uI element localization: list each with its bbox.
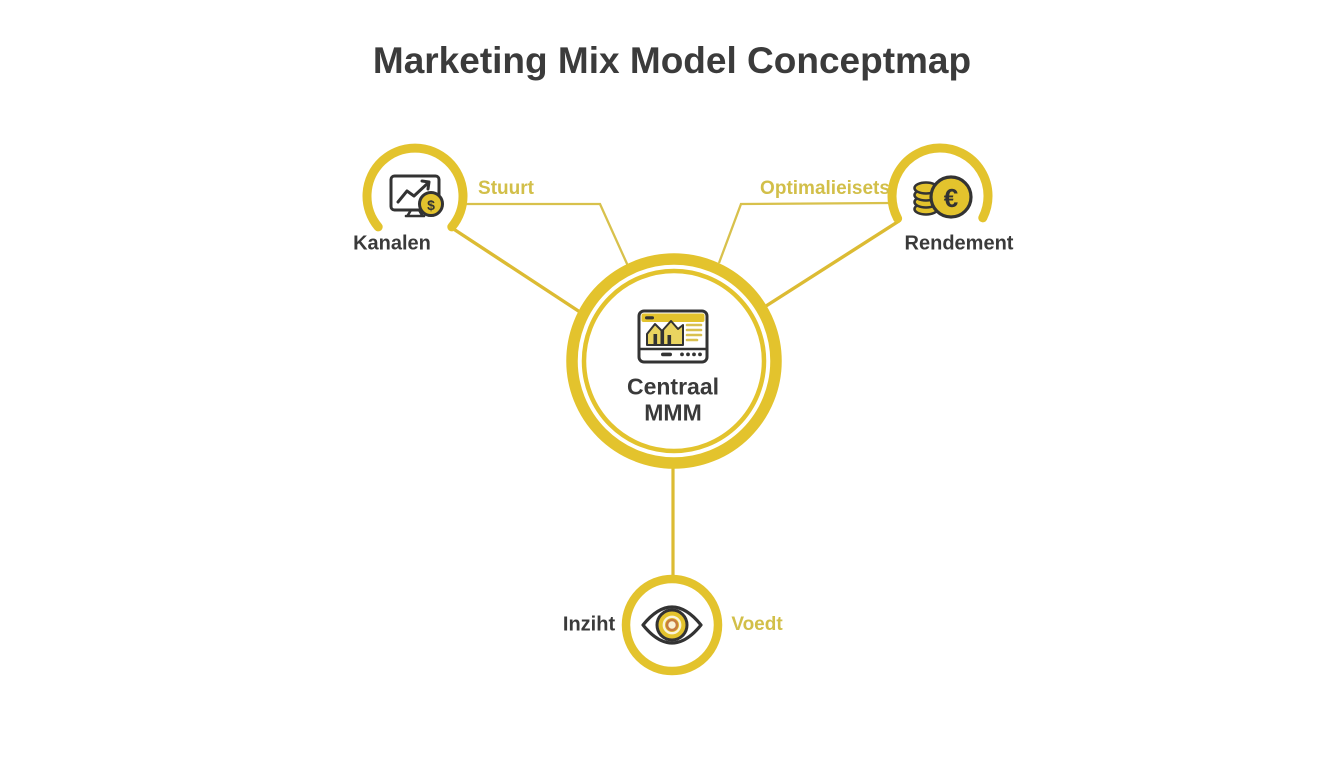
euro-coin [929,175,973,219]
node-label-inziht: Inziht [562,613,616,636]
stuurt-leader-line [464,202,630,267]
node-label-rendement: Rendement [904,232,1014,255]
euro-glyph: € [944,183,958,213]
connectors [451,201,900,581]
kanalen-central-line [451,226,587,318]
rendement-central-line [765,219,900,308]
node-label-kanalen: Kanalen [353,232,431,255]
page-title: Marketing Mix Model Conceptmap [372,40,972,81]
kanalen-ring [362,143,468,232]
edge-label-stuurt: Stuurt [478,178,534,199]
optimalieisets-leader-line [717,201,894,264]
dollar-coin-icon [418,191,444,217]
central-node-label: Centraal MMM [626,373,720,426]
monitor-chart-dollar-icon: $ [389,174,444,218]
dollar-glyph: $ [427,197,435,213]
euro-coins-icon: € [913,175,973,219]
rendement-ring [887,143,993,223]
eye-icon [641,605,703,645]
edge-label-voedt: Voedt [731,614,783,635]
dashboard-chart-icon [637,309,709,364]
edge-label-optimalieisets: Optimalieisets [760,178,890,199]
